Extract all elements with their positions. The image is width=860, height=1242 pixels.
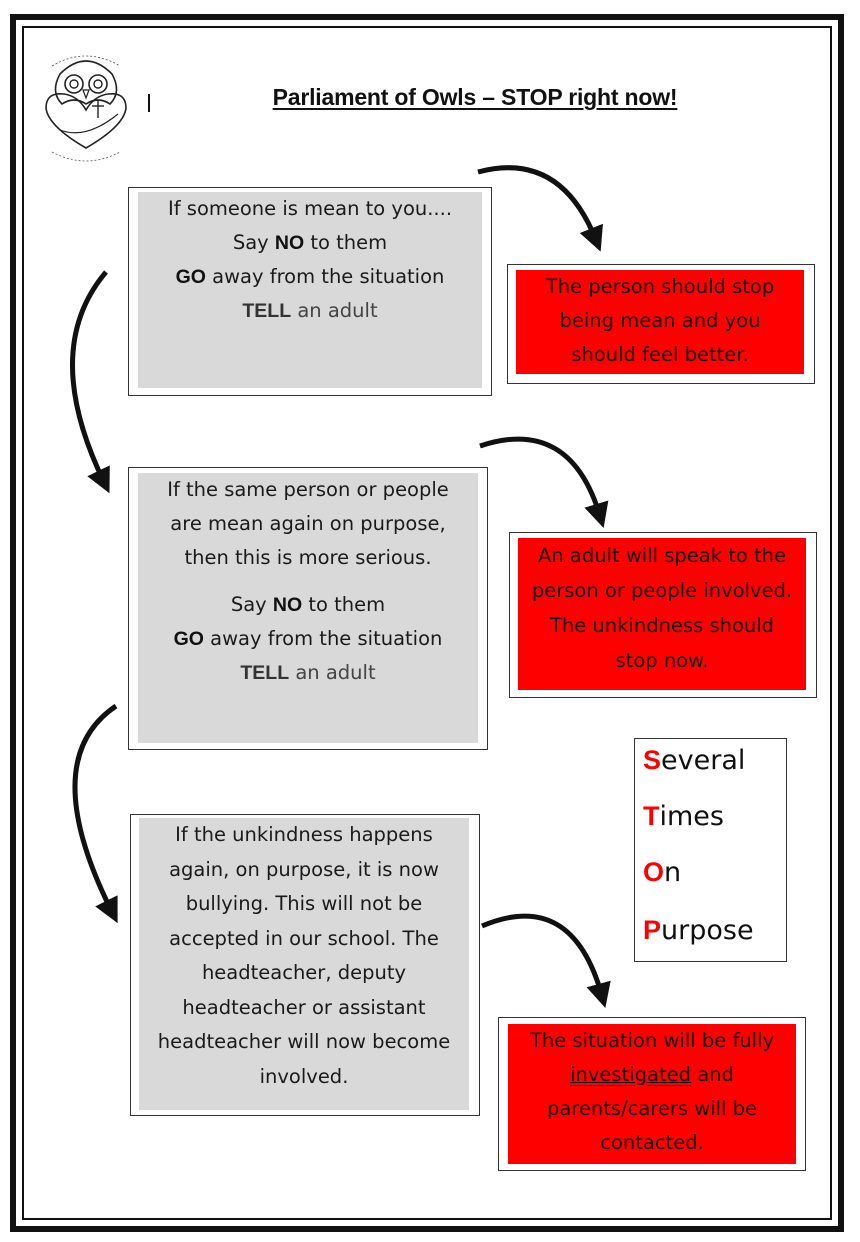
- step2-line: are mean again on purpose,: [170, 512, 446, 535]
- step3-line: bullying. This will not be: [185, 892, 423, 915]
- outcome2-line: The unkindness should: [549, 614, 775, 637]
- outcome2-line: An adult will speak to the: [538, 544, 786, 567]
- outcome1-panel: The person should stop being mean and yo…: [516, 270, 804, 374]
- stop-row-p: Purpose: [643, 915, 754, 946]
- stop-row-s: Several: [643, 745, 746, 776]
- step2-go-rest: away from the situation: [203, 627, 443, 650]
- step1-go: GO: [175, 266, 206, 288]
- page-outer-border: [10, 14, 844, 1232]
- step1-say-rest: to them: [304, 231, 388, 254]
- step1-panel: If someone is mean to you.... Say NO to …: [138, 192, 482, 388]
- step3-line: again, on purpose, it is now: [169, 857, 439, 881]
- step1-go-rest: away from the situation: [205, 265, 445, 288]
- stop-row-t: Times: [643, 801, 724, 832]
- step1-tell-rest: an adult: [291, 299, 378, 322]
- school-logo-icon: [45, 55, 127, 162]
- outcome3-panel: The situation will be fully investigated…: [508, 1024, 796, 1164]
- stop-acronym-box: Several Times On Purpose: [634, 738, 787, 962]
- page-title: Parliament of Owls – STOP right now!: [272, 84, 678, 110]
- step1-say-no: NO: [274, 232, 305, 254]
- outcome1-line: The person should stop: [545, 275, 775, 298]
- step2-say-rest: to them: [302, 593, 386, 616]
- arrow-step2-to-outcome2: [479, 436, 609, 528]
- outcome1-line: being mean and you: [559, 309, 761, 332]
- step3-line: headteacher, deputy: [201, 961, 407, 984]
- step1-tell: TELL: [242, 300, 292, 322]
- arrow-step2-to-step3: [72, 703, 118, 924]
- page-inner-border: [22, 26, 832, 1220]
- arrow-step1-to-step2: [70, 270, 110, 494]
- outcome2-line: stop now.: [615, 649, 709, 672]
- step2-line: If the same person or people: [167, 478, 449, 501]
- step2-panel: If the same person or people are mean ag…: [138, 473, 478, 743]
- text-cursor-mark: [148, 94, 150, 112]
- outcome2-panel: An adult will speak to the person or peo…: [518, 538, 806, 690]
- outcome3-investigated: investigated: [570, 1063, 691, 1086]
- arrow-step1-to-outcome1: [477, 165, 603, 252]
- step3-line: headteacher or assistant: [182, 995, 426, 1019]
- step3-panel: If the unkindness happens again, on purp…: [139, 818, 469, 1110]
- outcome3-line: The situation will be fully: [529, 1029, 775, 1052]
- outcome3-line: contacted.: [600, 1131, 704, 1154]
- outcome3-line: parents/carers will be: [546, 1097, 758, 1120]
- step2-line: then this is more serious.: [184, 546, 432, 569]
- step2-go: GO: [173, 628, 204, 650]
- step1-say-text: Say: [232, 231, 275, 254]
- step2-say-no: NO: [272, 594, 303, 616]
- step1-intro: If someone is mean to you....: [167, 197, 453, 220]
- stop-row-o: On: [643, 857, 682, 888]
- step2-tell: TELL: [240, 662, 290, 684]
- arrow-step3-to-outcome3: [481, 913, 611, 1009]
- step3-line: headteacher will now become: [157, 1030, 451, 1053]
- outcome3-line2-rest: and: [691, 1063, 734, 1086]
- step2-tell-rest: an adult: [289, 661, 376, 684]
- outcome1-line: should feel better.: [571, 343, 749, 366]
- outcome2-line: person or people involved.: [531, 579, 793, 602]
- step3-line: accepted in our school. The: [169, 926, 439, 950]
- step2-say-text: Say: [230, 593, 273, 616]
- step3-line: If the unkindness happens: [175, 823, 433, 846]
- step3-line: involved.: [259, 1064, 349, 1088]
